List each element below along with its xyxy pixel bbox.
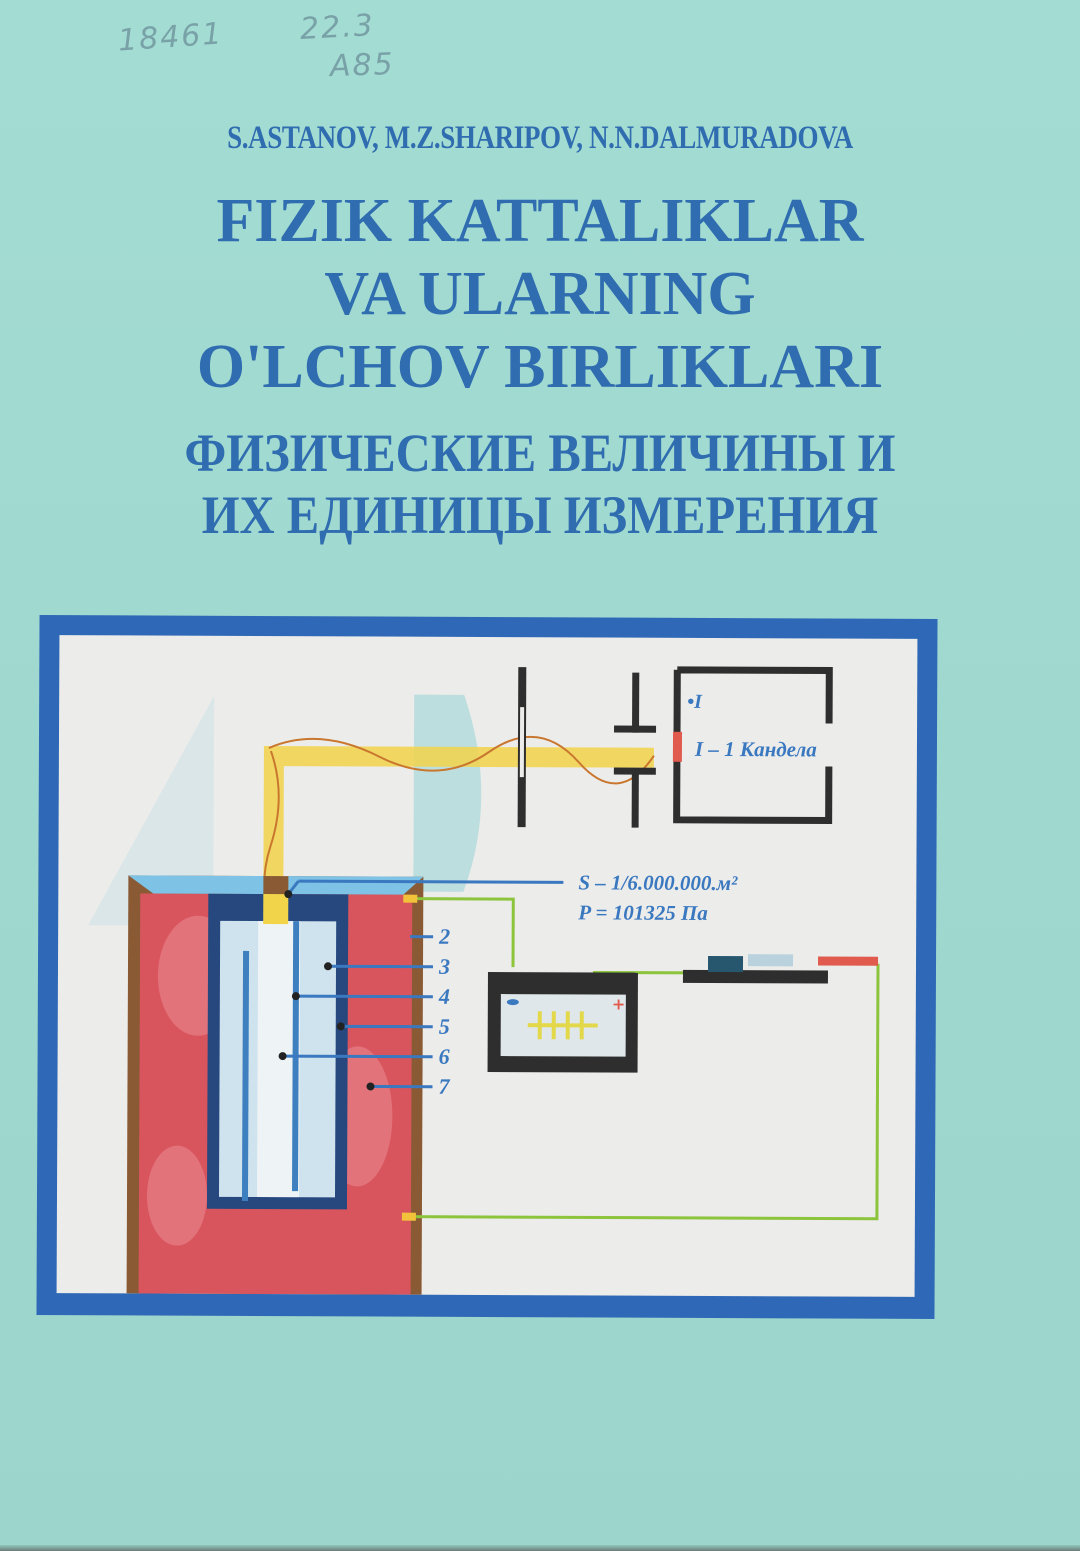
title-ru-line-2: ИХ ЕДИНИЦЫ ИЗМЕРЕНИЯ xyxy=(201,485,879,545)
table-edge xyxy=(0,1545,1080,1551)
switch-red-terminal xyxy=(818,956,879,966)
lens-icon xyxy=(413,694,482,892)
title-uz-line-1: FIZIK KATTALIKLAR xyxy=(216,187,864,255)
title-ru-line-1: ФИЗИЧЕСКИЕ ВЕЛИЧИНЫ И xyxy=(184,423,896,483)
handwritten-note-2: 22.3 xyxy=(299,8,376,47)
candela-apparatus-diagram: •I I – 1 Кандела xyxy=(88,666,880,1297)
label-6: 6 xyxy=(439,1044,450,1069)
title-uz-line-2: VA ULARNING xyxy=(324,260,756,328)
illustration-frame: •I I – 1 Кандела xyxy=(36,615,938,1319)
candela-label: I – 1 Кандела xyxy=(694,737,817,762)
svg-text:+: + xyxy=(612,995,625,1014)
switch-handle xyxy=(707,955,744,973)
handwritten-note-3: A85 xyxy=(329,46,396,85)
label-3: 3 xyxy=(438,954,450,979)
label-4: 4 xyxy=(438,984,450,1009)
pressure-label: P = 101325 Па xyxy=(577,900,708,925)
authors: S.ASTANOV, M.Z.SHARIPOV, N.N.DALMURADOVA xyxy=(227,120,853,156)
illustration-panel: •I I – 1 Кандела xyxy=(56,635,918,1297)
label-5: 5 xyxy=(439,1014,450,1039)
diaphragm-upper xyxy=(632,672,640,733)
switch-base xyxy=(682,969,828,984)
diaphragm-lower xyxy=(631,772,639,828)
inner-tube-left xyxy=(241,950,250,1201)
title-uz-line-3: O'LCHOV BIRLIKLARI xyxy=(196,333,884,401)
point-label: •I xyxy=(687,691,703,713)
label-7: 7 xyxy=(438,1074,450,1099)
handwritten-note-1: 18461 xyxy=(116,16,225,59)
label-2: 2 xyxy=(438,924,450,949)
detector-window xyxy=(672,731,683,762)
light-wave xyxy=(268,735,655,785)
area-label: S – 1/6.000.000.м² xyxy=(578,870,738,895)
prism-icon xyxy=(88,695,215,926)
